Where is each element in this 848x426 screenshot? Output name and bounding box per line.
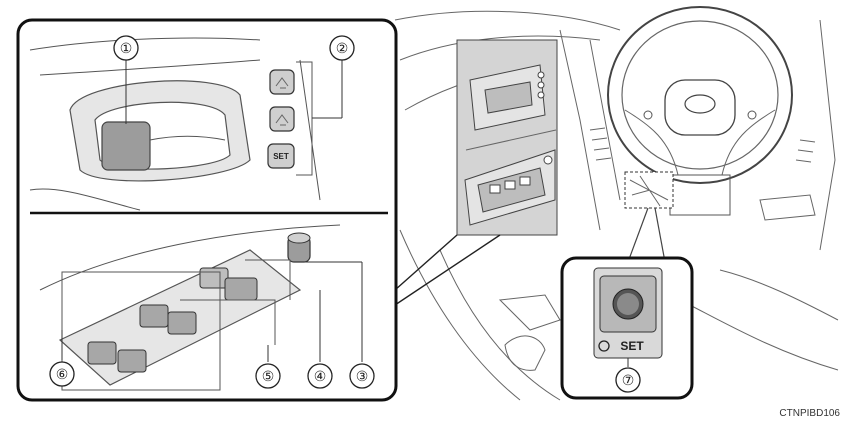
callout-label-3: ③ [356, 368, 369, 384]
window-lock-switch[interactable] [225, 278, 257, 300]
callout-label-7: ⑦ [622, 372, 635, 388]
window-switch-front-right[interactable] [168, 312, 196, 334]
memory-set-label: SET [273, 152, 289, 161]
callout-6: ⑥ [50, 362, 74, 386]
memory-button-2[interactable] [270, 107, 294, 131]
window-switch-rear-right[interactable] [118, 350, 146, 372]
window-switch-front-left[interactable] [140, 305, 168, 327]
lock-switch-top[interactable] [200, 268, 228, 288]
callout-label-2: ② [336, 40, 349, 56]
memory-button-1[interactable] [270, 70, 294, 94]
figure-code: CTNPIBD106 [779, 408, 840, 419]
callout-label-4: ④ [314, 368, 327, 384]
door-handle-grip [102, 122, 150, 170]
window-switch-rear-left[interactable] [88, 342, 116, 364]
callout-label-5: ⑤ [262, 368, 275, 384]
callout-label-6: ⑥ [56, 366, 69, 382]
callout-7: ⑦ [616, 368, 640, 392]
callout-5: ⑤ [256, 364, 280, 388]
callout-4: ④ [308, 364, 332, 388]
set-switch-label: SET [620, 339, 644, 353]
set-switch-location-box [625, 172, 673, 262]
door-panel-inset [395, 40, 557, 305]
callout-3: ③ [350, 364, 374, 388]
callout-label-1: ① [120, 40, 133, 56]
callout-2: ② [330, 36, 354, 60]
callout-1: ① [114, 36, 138, 60]
